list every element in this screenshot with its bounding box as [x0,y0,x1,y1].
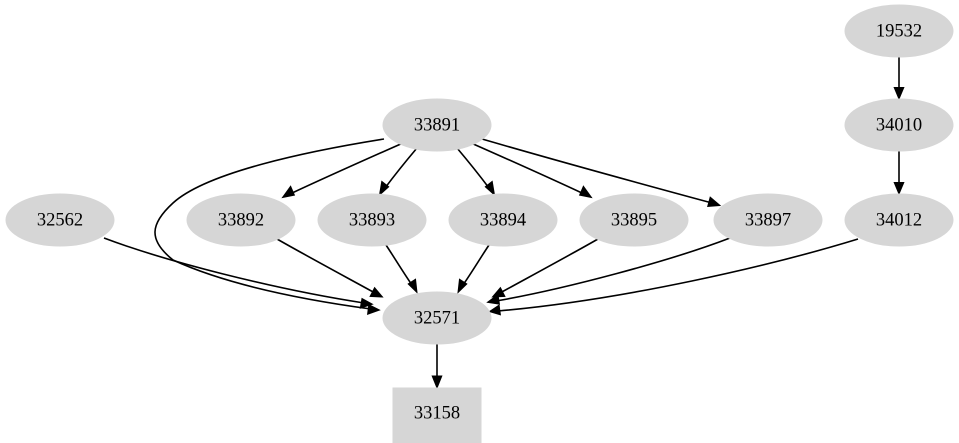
arrowhead [893,87,905,101]
edge-33894-to-32571 [457,244,490,294]
edge-34012-to-32571 [488,238,859,316]
arrowhead [893,182,905,196]
node-33892[interactable]: 33892 [186,193,296,247]
edge-34010-to-34012 [893,151,905,196]
arrowhead [578,185,593,199]
node-33891[interactable]: 33891 [382,98,492,152]
arrowhead [378,180,390,197]
node-33895[interactable]: 33895 [579,193,689,247]
edge-33891-to-33892 [281,142,404,199]
edge-33892-to-32571 [276,238,384,298]
edge-33893-to-32571 [385,244,418,294]
node-33897[interactable]: 33897 [713,193,823,247]
edge-19532-to-34010 [893,57,905,101]
arrowhead [488,304,501,316]
edge-32562-to-32571 [103,237,374,309]
node-32562[interactable]: 32562 [5,193,115,247]
edge-33891-to-33897 [481,138,722,207]
arrowhead [369,286,384,298]
node-34012[interactable]: 34012 [844,193,954,247]
node-33158[interactable]: 33158 [392,387,482,443]
node-33894[interactable]: 33894 [448,193,558,247]
arrowhead [407,278,418,294]
edge-32571-to-33158 [431,344,443,390]
edge-33891-to-32571 [154,138,385,316]
arrowhead [491,286,506,298]
arrowhead [431,375,443,390]
edge-33895-to-32571 [491,238,599,298]
arrowhead [281,185,296,199]
node-layer: 19532 34010 33891 32562 33892 33893 [5,4,954,443]
edge-33891-to-33894 [456,147,496,197]
arrowhead [707,196,722,207]
node-34010[interactable]: 34010 [844,98,954,152]
node-32571[interactable]: 32571 [382,291,492,345]
arrowhead [484,180,496,197]
arrowhead [457,278,468,294]
edge-layer [103,57,905,390]
arrowhead [367,303,381,316]
arrowhead [359,297,374,309]
node-33893[interactable]: 33893 [317,193,427,247]
edge-33891-to-33895 [470,142,593,199]
arrowhead [486,293,500,305]
edge-33891-to-33893 [378,147,418,197]
edge-33897-to-32571 [486,237,731,305]
node-19532[interactable]: 19532 [844,4,954,58]
